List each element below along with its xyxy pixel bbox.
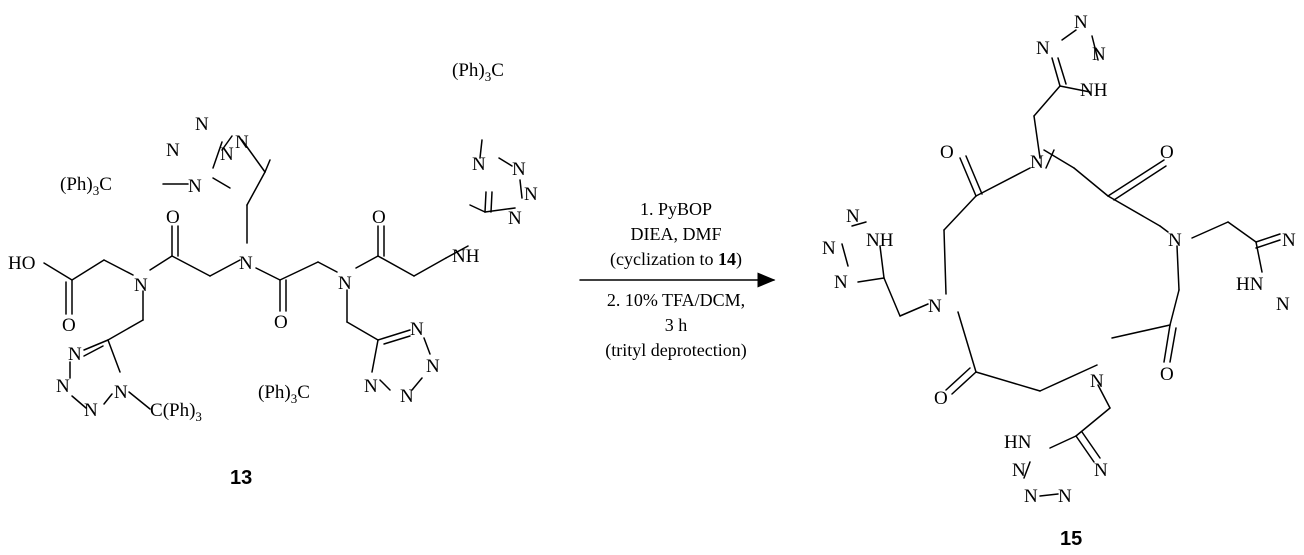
condition-step1-note: (cyclization to 14) [610, 249, 742, 270]
tz1-n-e: N [235, 132, 249, 153]
amine-n1-label: N [134, 275, 148, 296]
p-tz4-n-c: N [834, 272, 848, 293]
p-tz3-n-b: N [1024, 486, 1038, 507]
ring-n-top: N [1030, 152, 1044, 173]
tetrazole-top-right [479, 139, 523, 213]
compound-number-15: 15 [1060, 528, 1082, 550]
p-tz1-n-c: N [1092, 44, 1106, 65]
tz1-n-d: N [188, 176, 202, 197]
tz4-n-d: N [114, 382, 128, 403]
p-tz2-n-b: N [1276, 294, 1290, 315]
tetrazole-top-left [162, 135, 271, 206]
amide1-o-label: O [166, 207, 180, 228]
tz3-n-d: N [364, 376, 378, 397]
tz3-n-a: N [410, 319, 424, 340]
tetrazole-links [883, 85, 1257, 437]
ring-o-bottom-left: O [934, 388, 948, 409]
p-tz1-nh: NH [1080, 80, 1108, 101]
tz4-n-a: N [68, 344, 82, 365]
tz3-n-c: N [400, 386, 414, 407]
amide3-o-label: O [372, 207, 386, 228]
tz1-n-a: N [195, 114, 209, 135]
tz2-n-d: N [508, 208, 522, 229]
ring-n-left: N [928, 296, 942, 317]
tz2-n-c: N [524, 184, 538, 205]
p-tz2-n-a: N [1282, 230, 1296, 251]
trityl-label-1: (Ph)3C [60, 174, 112, 198]
trityl-label-4: C(Ph)3 [150, 400, 202, 424]
ring-o-top-left: O [940, 142, 954, 163]
tz1-n-b: N [166, 140, 180, 161]
backbone-bonds [43, 204, 486, 323]
condition-step2: 2. 10% TFA/DCM, [607, 290, 745, 310]
acid-carbonyl-o-label: O [62, 315, 76, 336]
p-tz4-n-a: N [846, 206, 860, 227]
condition-step2-note: (trityl deprotection) [605, 340, 746, 361]
p-tz3-hn: HN [1004, 432, 1032, 453]
tz1-n-c: N [220, 144, 234, 165]
p-tz1-n-b: N [1074, 12, 1088, 33]
tz2-n-b: N [512, 159, 526, 180]
p-tz3-n-d: N [1094, 460, 1108, 481]
trityl-label-2: (Ph)3C [452, 60, 504, 84]
macrocycle-bonds [943, 149, 1180, 395]
amine-n2-label: N [239, 253, 253, 274]
ring-n-right: N [1168, 230, 1182, 251]
ring-n-bottom: N [1090, 371, 1104, 392]
reactant-structure: HO O N O N O N O NH N N N N N (Ph)3C (Ph… [8, 60, 538, 489]
acid-oh-label: HO [8, 253, 35, 274]
p-tz1-n-a: N [1036, 38, 1050, 59]
tetrazole-top [1051, 29, 1099, 93]
tz2-n-a: N [472, 154, 486, 175]
amine-n3-label: N [338, 273, 352, 294]
p-tz3-n-c: N [1058, 486, 1072, 507]
tetrazole-bottom-left [69, 319, 151, 410]
tetrazole-left [841, 221, 885, 283]
p-tz4-n-b: N [822, 238, 836, 259]
product-structure: N N N NH N HN N HN N N N N [822, 12, 1296, 550]
tz4-n-b: N [56, 376, 70, 397]
reaction-conditions: 1. PyBOP DIEA, DMF (cyclization to 14) 2… [579, 199, 776, 361]
p-tz2-hn: HN [1236, 274, 1264, 295]
tz4-n-c: N [84, 400, 98, 421]
tetrazole-bottom [1023, 431, 1101, 497]
condition-step1: 1. PyBOP [640, 199, 712, 219]
condition-step2-time: 3 h [665, 315, 688, 335]
ring-o-top-right: O [1160, 142, 1174, 163]
compound-number-13: 13 [230, 467, 252, 489]
ring-o-bottom-right: O [1160, 364, 1174, 385]
p-tz3-n-a: N [1012, 460, 1026, 481]
tetrazole-right [1255, 233, 1281, 273]
tz3-n-b: N [426, 356, 440, 377]
condition-step1-reagents: DIEA, DMF [630, 224, 721, 244]
amide2-o-label: O [274, 312, 288, 333]
tetrazole-bottom-middle [346, 321, 431, 391]
trityl-label-3: (Ph)3C [258, 382, 310, 406]
p-tz4-nh: NH [866, 230, 894, 251]
secondary-nh-label: NH [452, 246, 480, 267]
